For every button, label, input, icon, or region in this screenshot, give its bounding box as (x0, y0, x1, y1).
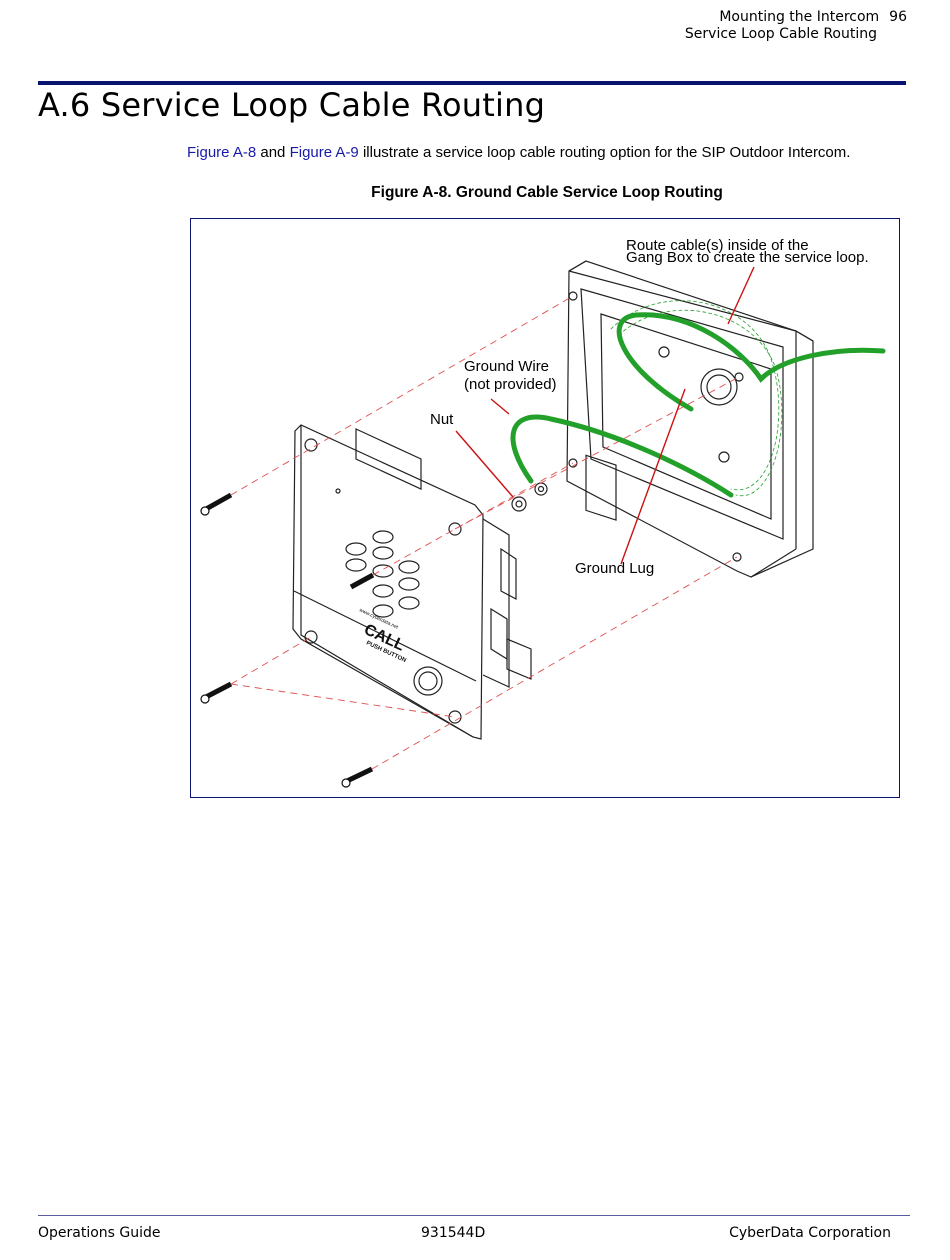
figure-a8-link[interactable]: Figure A-8 (187, 144, 257, 161)
gang-box (566, 260, 814, 578)
intro-rest: illustrate a service loop cable routing … (362, 144, 851, 161)
footer-center: 931544D (421, 1225, 486, 1241)
screws (200, 492, 375, 788)
figure-caption: Figure A-8. Ground Cable Service Loop Ro… (371, 184, 723, 201)
label-ground-wire: Ground Wire (not provided) (464, 358, 557, 393)
intercom-faceplate (292, 424, 532, 740)
nut-and-lug (511, 482, 548, 512)
label-route-cable: Route cable(s) inside of the Gang Box to… (626, 237, 869, 266)
ground-wire (510, 300, 886, 498)
label-nut: Nut (430, 411, 454, 428)
intro-paragraph: Figure A-8 and Figure A-9 illustrate a s… (187, 144, 850, 161)
leader-lines (455, 266, 755, 565)
footer-right: CyberData Corporation (729, 1225, 891, 1241)
figure-a8: CALL PUSH BUTTON www.cyberdata.net Route… (190, 218, 900, 798)
header-section: Mounting the Intercom (719, 9, 880, 25)
footer-left: Operations Guide (38, 1225, 161, 1241)
intro-and: and (260, 144, 286, 161)
header-subsection: Service Loop Cable Routing (684, 26, 877, 42)
page-title: A.6 Service Loop Cable Routing (38, 86, 546, 124)
footer-rule (38, 1215, 910, 1216)
header-rule (38, 81, 906, 85)
figure-a9-link[interactable]: Figure A-9 (289, 144, 359, 161)
exploded-view-illustration: CALL PUSH BUTTON www.cyberdata.net (200, 260, 886, 788)
running-header: Mounting the Intercom 96 Service Loop Cab… (685, 9, 907, 43)
page-number: 96 (889, 9, 907, 25)
label-ground-lug: Ground Lug (575, 560, 655, 577)
alignment-lines (230, 295, 740, 770)
